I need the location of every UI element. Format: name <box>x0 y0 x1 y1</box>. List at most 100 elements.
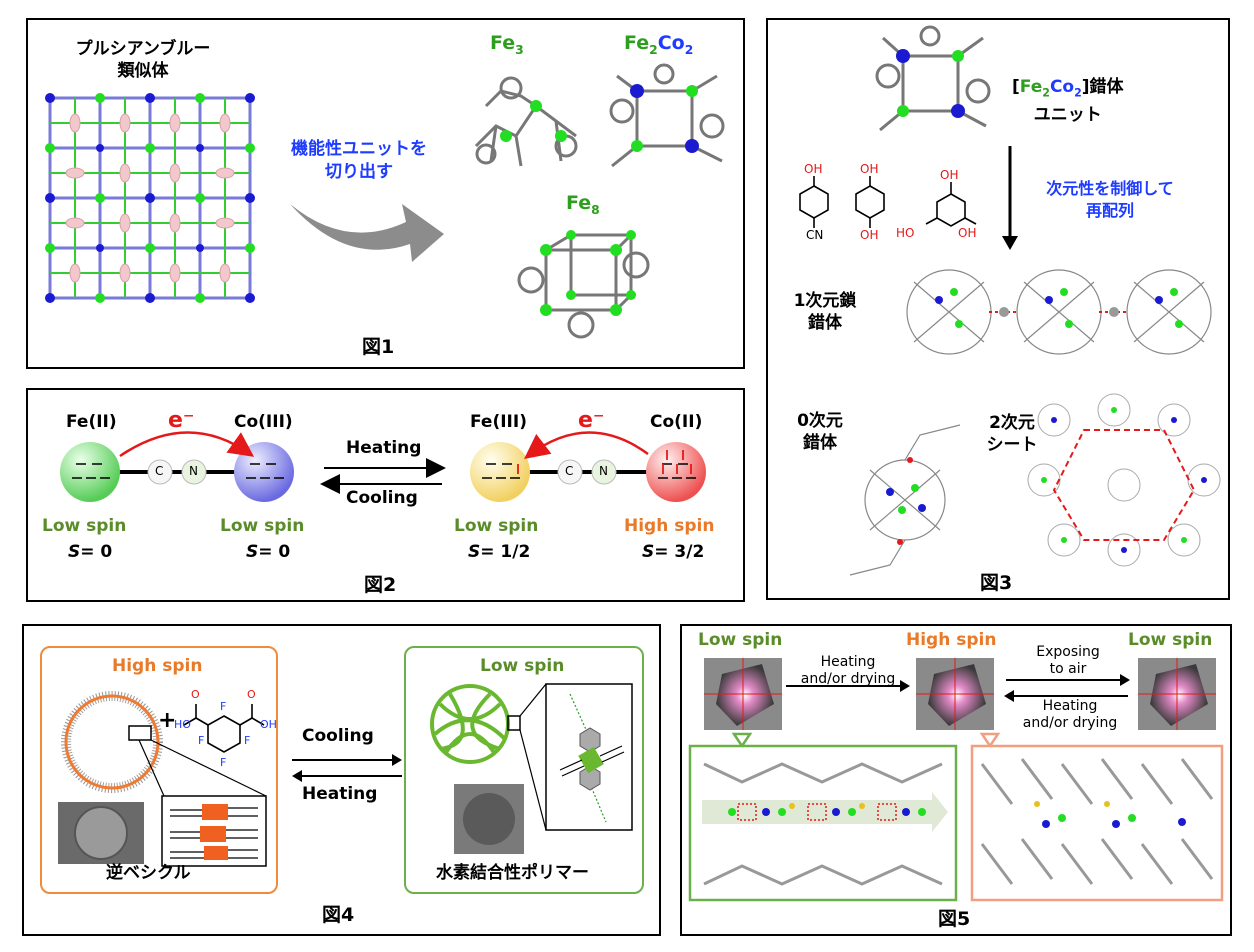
heating-drying-2: Heating and/or drying <box>1008 698 1132 732</box>
vesicle-drawing <box>58 691 267 867</box>
oh-1: OH <box>804 162 823 176</box>
unit-line1: [Fe2Co2]錯体 <box>1012 76 1124 104</box>
f-4: F <box>220 756 227 769</box>
fe2co2-label: Fe2Co2 <box>624 32 693 57</box>
fe8-sub: 8 <box>591 202 600 217</box>
crystal2-high-spin: High spin <box>906 630 997 650</box>
figure-2-panel: Fe(II) Co(III) Fe(III) Co(II) e⁻ e⁻ C N … <box>26 388 745 602</box>
figure-3-caption: 図3 <box>980 572 1013 594</box>
zero-d-label: 0次元 錯体 <box>780 410 860 454</box>
pba-title-line2: 類似体 <box>117 61 169 81</box>
co3-sphere <box>234 442 294 502</box>
low-spin-fe2: Low spin <box>42 516 127 536</box>
pba-title-line1: プルシアンブルー <box>75 39 211 59</box>
s-value: = 3/2 <box>654 542 705 562</box>
zero-d-structure <box>849 424 961 576</box>
figure-5-caption: 図5 <box>938 908 971 930</box>
crystal-photos <box>704 658 1216 730</box>
heating-drying-2-line1: Heating <box>1042 698 1098 714</box>
s-value: = 1/2 <box>480 542 531 562</box>
heating-drying-2-line2: and/or drying <box>1022 715 1118 731</box>
cutout-text-line1: 機能性ユニットを <box>291 139 427 159</box>
unit-co-sub: 2 <box>1074 86 1082 100</box>
fe2co2-molecule <box>609 63 725 168</box>
figure-3-panel: [Fe2Co2]錯体 ユニット 次元性を制御して 再配列 OH CN OH OH… <box>766 18 1230 600</box>
fe2-label: Fe(II) <box>66 412 117 432</box>
vesicle-high-spin: High spin <box>112 656 203 676</box>
fe3-molecule <box>474 76 578 167</box>
heating-label: Heating <box>302 784 378 804</box>
figure-2-caption: 図2 <box>364 574 397 596</box>
co2-label: Co(II) <box>650 412 703 432</box>
s-symbol: S <box>642 542 655 562</box>
cooling-label: Cooling <box>302 726 374 746</box>
polymer-box <box>404 646 644 894</box>
oh-4: OH <box>940 168 959 182</box>
low-spin-fe3: Low spin <box>454 516 539 536</box>
heating-drying-1-line2: and/or drying <box>800 671 896 687</box>
low-spin-co3: Low spin <box>220 516 305 536</box>
high-spin-co2: High spin <box>624 516 715 536</box>
oh-5: OH <box>958 226 977 240</box>
figure-1-panel: プルシアンブルー 類似体 <box>26 18 745 369</box>
spin-transition-diagram <box>60 431 706 502</box>
chain-structure <box>906 269 1212 355</box>
fe2co2-fe: Fe <box>624 32 650 54</box>
unit-bracket-close: ]錯体 <box>1081 77 1124 97</box>
s-value: = 0 <box>80 542 113 562</box>
rearrange-line1: 次元性を制御して <box>1046 179 1174 198</box>
f-3: F <box>244 734 251 747</box>
spin-s0-right: S= 0 <box>246 542 290 562</box>
heating-drying-1-line1: Heating <box>820 654 876 670</box>
vesicle-label: 逆ベシクル <box>106 863 191 883</box>
crystal3-low-spin: Low spin <box>1128 630 1213 650</box>
atom-n-right: N <box>599 464 608 478</box>
ho-1: HO <box>896 226 915 240</box>
atom-c-left: C <box>155 464 164 478</box>
polymer-drawing <box>430 683 633 854</box>
fe8-text: Fe <box>566 192 592 214</box>
fe2co2-unit-molecule <box>875 25 991 132</box>
cutout-text-line2: 切り出す <box>325 162 393 182</box>
exposing-air-line2: to air <box>1049 661 1087 677</box>
heating-drying-1: Heating and/or drying <box>786 654 910 688</box>
figure-4-panel: High spin + O O HO OH F F F F 逆ベシクル Cool <box>22 624 661 936</box>
o-right: O <box>247 688 256 701</box>
unit-co: Co <box>1049 77 1075 97</box>
cn-1: CN <box>806 228 824 242</box>
fe3-label: Fe3 <box>490 32 524 57</box>
s-symbol: S <box>246 542 259 562</box>
figure-5-panel: Low spin High spin Low spin Heating and/… <box>680 624 1232 936</box>
fe8-molecule <box>517 230 650 339</box>
sheet-line2: シート <box>986 435 1038 455</box>
co2-sphere <box>646 442 706 502</box>
rearrange-text: 次元性を制御して 再配列 <box>1020 178 1200 222</box>
fe3-sphere <box>470 442 530 502</box>
s-value: = 0 <box>258 542 291 562</box>
fe3-sub: 3 <box>515 42 524 57</box>
spin-s32: S= 3/2 <box>642 542 704 562</box>
figure-4-caption: 図4 <box>322 904 355 926</box>
zero-d-line2: 錯体 <box>803 433 837 453</box>
oh-3: OH <box>860 228 879 242</box>
f-2: F <box>198 734 205 747</box>
unit-fe: Fe <box>1019 77 1043 97</box>
unit-label: [Fe2Co2]錯体 ユニット <box>1012 76 1124 126</box>
o-left: O <box>191 688 200 701</box>
zero-d-line1: 0次元 <box>797 411 843 431</box>
vesicle-box <box>40 646 278 894</box>
polymer-low-spin: Low spin <box>480 656 565 676</box>
crystal1-low-spin: Low spin <box>698 630 783 650</box>
f-1: F <box>220 700 227 713</box>
fe3-label: Fe(III) <box>470 412 527 432</box>
s-symbol: S <box>468 542 481 562</box>
unit-line2: ユニット <box>1033 105 1102 126</box>
s-symbol: S <box>68 542 81 562</box>
co3-label: Co(III) <box>234 412 293 432</box>
fe2co2-sub-fe: 2 <box>649 42 658 57</box>
prussian-blue-lattice <box>45 93 255 303</box>
sheet-structure <box>1027 393 1221 567</box>
unit-bracket-open: [ <box>1012 77 1020 97</box>
pba-title: プルシアンブルー 類似体 <box>58 38 228 82</box>
fe2-sphere <box>60 442 120 502</box>
